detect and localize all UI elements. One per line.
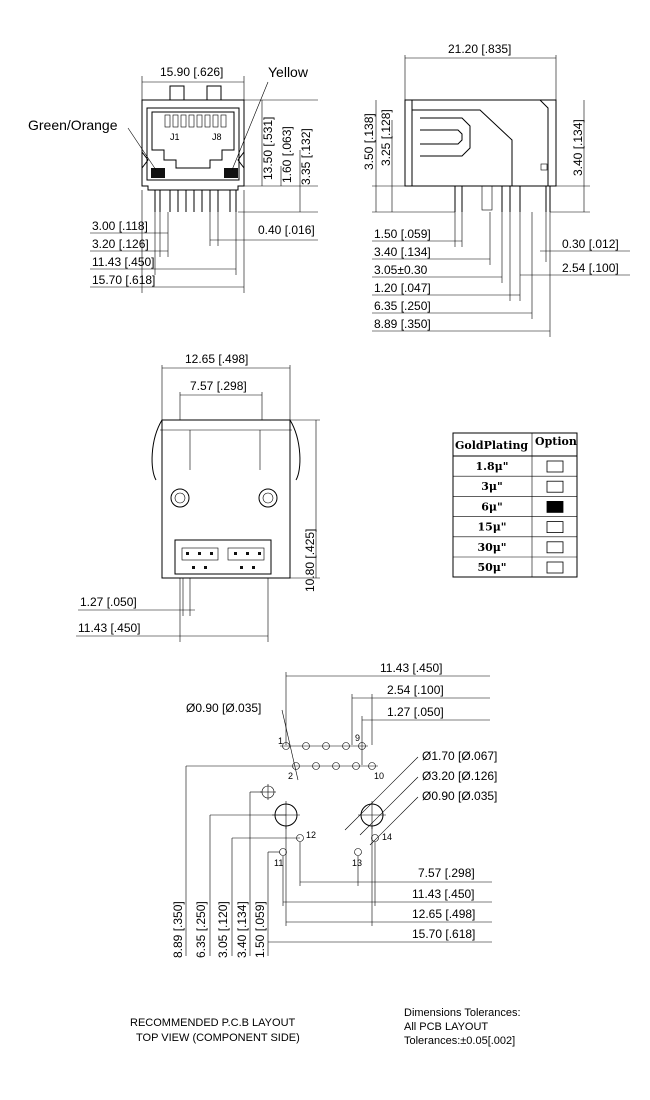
pcb-v-3-40-dim: 3.40 [.134] xyxy=(235,901,249,958)
plating-option-checkbox-3[interactable] xyxy=(546,521,564,533)
bottom-1-27-dim: 1.27 [.050] xyxy=(80,595,137,609)
plating-value-5: 50μ" xyxy=(477,561,506,574)
front-11-43-dim: 11.43 [.450] xyxy=(92,255,155,269)
side-3-40-bottom-dim: 3.40 [.134] xyxy=(374,245,431,259)
side-3-50-dim: 3.50 [.138] xyxy=(362,113,376,170)
pcb-v-8-89-dim: 8.89 [.350] xyxy=(171,901,185,958)
pcb-v-3-05-dim: 3.05 [.120] xyxy=(216,901,230,958)
pcb-2-54-dim: 2.54 [.100] xyxy=(387,683,444,697)
front-3-00-dim: 3.00 [.118] xyxy=(92,219,148,233)
tolerance-note-line2: All PCB LAYOUT xyxy=(404,1021,488,1033)
plating-option-checkbox-4[interactable] xyxy=(546,541,564,554)
pcb-1-27-dim: 1.27 [.050] xyxy=(387,705,444,719)
pcb-v-6-35-dim: 6.35 [.250] xyxy=(194,901,208,958)
pcb-h-11-43-dim: 11.43 [.450] xyxy=(412,887,475,901)
front-0-40-dim: 0.40 [.016] xyxy=(258,223,315,237)
front-3-20-dim: 3.20 [.126] xyxy=(92,237,149,251)
plating-value-3: 15μ" xyxy=(477,521,506,534)
hole-1-70-label: Ø1.70 [Ø.067] xyxy=(422,749,497,763)
plating-table: GoldPlating Option 1.8μ" 3μ" 6μ" 15μ" 30μ" 50… xyxy=(452,432,578,578)
front-top-width-dim: 15.90 [.626] xyxy=(160,65,223,79)
pcb-pin-row-1 xyxy=(280,742,368,750)
pcb-pin-14-hole xyxy=(371,834,379,842)
side-1-50-dim: 1.50 [.059] xyxy=(374,227,431,241)
plating-option-checkbox-5[interactable] xyxy=(546,561,564,574)
plating-value-2: 6μ" xyxy=(481,500,502,513)
pcb-pin-row-2 xyxy=(186,762,378,770)
side-3-40-dim: 3.40 [.134] xyxy=(571,119,585,176)
table-header-option: Option xyxy=(535,435,577,448)
plating-option-checkbox-2[interactable] xyxy=(546,500,564,513)
table-rows: 1.8μ" 3μ" 6μ" 15μ" 30μ" 50μ" xyxy=(453,460,577,574)
front-contacts xyxy=(164,114,227,128)
hole-0-90-top-label: Ø0.90 [Ø.035] xyxy=(186,701,261,715)
tolerance-note-line3: Tolerances:±0.05[.002] xyxy=(404,1035,515,1047)
side-body-outline xyxy=(404,99,557,187)
bottom-pin-dots xyxy=(186,552,261,569)
table-header-plating: GoldPlating xyxy=(455,439,528,452)
side-0-30-dim: 0.30 [.012] xyxy=(562,237,619,251)
pcb-pin-12-label: 12 xyxy=(306,830,316,840)
plating-value-1: 3μ" xyxy=(481,480,502,493)
pcb-pin-14-label: 14 xyxy=(382,832,392,842)
side-2-54-dim: 2.54 [.100] xyxy=(562,261,619,275)
pcb-h-12-65-dim: 12.65 [.498] xyxy=(412,907,475,921)
tolerance-note-line1: Dimensions Tolerances: xyxy=(404,1007,521,1019)
layout-caption-line1: RECOMMENDED P.C.B LAYOUT xyxy=(130,1017,296,1029)
side-view: 21.20 [.835] 3.50 [.138] 3.25 [.128] xyxy=(362,42,630,337)
hole-3-20-label: Ø3.20 [Ø.126] xyxy=(422,769,497,783)
front-15-70-dim: 15.70 [.618] xyxy=(92,273,155,287)
pcb-pin-10-label: 10 xyxy=(374,771,384,781)
side-8-89-dim: 8.89 [.350] xyxy=(374,317,431,331)
plating-value-0: 1.8μ" xyxy=(476,460,509,473)
pcb-h-7-57-dim: 7.57 [.298] xyxy=(418,866,475,880)
notes: RECOMMENDED P.C.B LAYOUT TOP VIEW (COMPO… xyxy=(130,1007,521,1047)
pcb-pin-13-hole xyxy=(354,848,362,856)
pcb-pin-9-label: 9 xyxy=(355,733,360,743)
front-pins xyxy=(154,190,237,212)
rj45-opening xyxy=(151,111,235,169)
yellow-led-label: Yellow xyxy=(268,64,309,80)
bottom-11-43-dim: 11.43 [.450] xyxy=(78,621,141,635)
pcb-pin-2-label: 2 xyxy=(288,771,293,781)
side-3-05-dim: 3.05±0.30 xyxy=(374,263,428,277)
side-pins xyxy=(454,185,551,212)
pcb-v-1-50-dim: 1.50 [.059] xyxy=(253,901,267,958)
hole-0-90-right-label: Ø0.90 [Ø.035] xyxy=(422,789,497,803)
bottom-peg-right xyxy=(258,488,278,508)
side-6-35-dim: 6.35 [.250] xyxy=(374,299,431,313)
side-3-25-dim: 3.25 [.128] xyxy=(379,109,393,166)
bottom-port xyxy=(174,539,272,575)
led-right xyxy=(224,168,238,178)
front-view: 15.90 [.626] J1 J8 xyxy=(28,64,318,293)
pcb-top-11-43-dim: 11.43 [.450] xyxy=(380,661,443,675)
bottom-7-57-dim: 7.57 [.298] xyxy=(190,379,247,393)
plating-option-checkbox-1[interactable] xyxy=(546,480,564,493)
side-1-20-dim: 1.20 [.047] xyxy=(374,281,431,295)
front-body-outline xyxy=(141,99,245,191)
plating-value-4: 30μ" xyxy=(477,541,506,554)
side-top-width-dim: 21.20 [.835] xyxy=(448,42,511,56)
pin-j1-label: J1 xyxy=(170,132,180,142)
green-orange-led-label: Green/Orange xyxy=(28,117,118,133)
pcb-h-15-70-dim: 15.70 [.618] xyxy=(412,927,475,941)
front-height-1-60-dim: 1.60 [.063] xyxy=(280,126,294,183)
pcb-pin-11-label: 11 xyxy=(274,858,283,868)
plating-option-checkbox-0[interactable] xyxy=(546,460,564,473)
bottom-10-80-dim: 10.80 [.425] xyxy=(303,529,317,592)
pcb-layout: 11.43 [.450] 2.54 [.100] 1.27 [.050] Ø0.… xyxy=(171,661,497,958)
layout-caption-line2: TOP VIEW (COMPONENT SIDE) xyxy=(136,1032,300,1044)
pcb-pin-13-label: 13 xyxy=(352,858,362,868)
bottom-view: 12.65 [.498] 7.57 [.298] xyxy=(76,352,320,642)
front-height-3-35-dim: 3.35 [.132] xyxy=(299,128,313,185)
led-left xyxy=(151,168,165,178)
bottom-12-65-dim: 12.65 [.498] xyxy=(185,352,248,366)
bottom-peg-left xyxy=(170,488,190,508)
pcb-pin-11-hole xyxy=(279,848,287,856)
pin-j8-label: J8 xyxy=(212,132,222,142)
pcb-pin-1-label: 1 xyxy=(278,736,283,746)
front-height-13-50-dim: 13.50 [.531] xyxy=(261,117,275,180)
